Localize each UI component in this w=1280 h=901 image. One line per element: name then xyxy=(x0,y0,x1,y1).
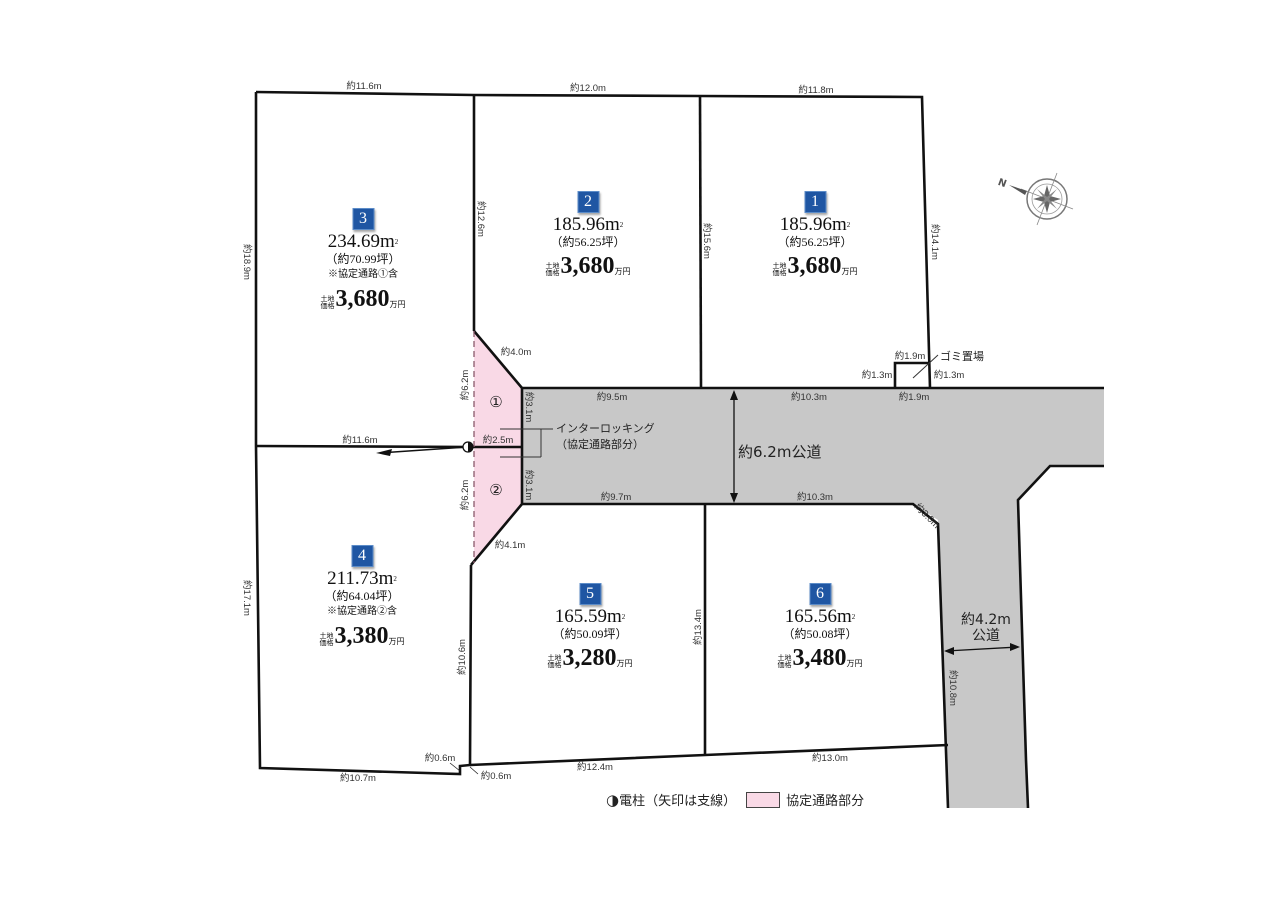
dim-garbage-left: 約1.3m xyxy=(862,369,893,381)
dim-lot6-right: 約10.8m xyxy=(947,670,959,706)
dim-passage-center: 約2.5m xyxy=(483,434,514,446)
dim-lot4-left: 約17.1m xyxy=(241,580,253,616)
dim-road-bottom-left: 約9.7m xyxy=(601,491,632,503)
utility-pole-legend-text: 電柱（矢印は支線） xyxy=(619,794,737,809)
compass-icon xyxy=(1009,172,1074,226)
dim-lot2-top: 約12.0m xyxy=(570,82,606,94)
road-edge-south xyxy=(522,502,950,809)
lot-area: 165.59m2 xyxy=(554,606,626,627)
passage-2-mark: ② xyxy=(489,481,502,499)
passage-1-mark: ① xyxy=(489,393,502,411)
dim-lot5-bottom: 約12.4m xyxy=(577,761,613,773)
compass-north-label: N xyxy=(996,177,1008,190)
dim-lot3-left: 約18.9m xyxy=(241,244,253,280)
dim-step-a: 約0.6m xyxy=(425,752,456,764)
lot-note: ※協定通路①含 xyxy=(328,269,398,280)
dim-divider-5-6: 約13.4m xyxy=(692,609,704,645)
legend: ◑ 電柱（矢印は支線） 協定通路部分 xyxy=(606,790,865,810)
dim-garbage-bottom: 約1.9m xyxy=(899,391,930,403)
dim-garbage-top: 約1.9m xyxy=(895,350,926,362)
interlocking-label: インターロッキング （協定通路部分） xyxy=(556,422,655,451)
lot-tsubo: （約64.04坪） xyxy=(324,589,400,603)
lot-area: 211.73m2 xyxy=(327,568,397,589)
passage-legend-swatch xyxy=(746,791,781,808)
dim-road-top-right: 約10.3m xyxy=(791,391,827,403)
dim-garbage-right: 約1.3m xyxy=(934,369,965,381)
dim-lot4-bottom: 約10.7m xyxy=(340,772,376,784)
dim-passage1-diag: 約4.0m xyxy=(501,346,532,358)
dim-divider-3-2: 約12.6m xyxy=(475,201,487,237)
dim-lot4-right: 約10.6m xyxy=(456,639,468,675)
lot-number-badge: 2 xyxy=(577,191,599,213)
lot-area: 185.96m2 xyxy=(779,214,851,235)
dim-passage1-end: 約3.1m xyxy=(523,392,535,423)
dim-divider-3-4: 約11.6m xyxy=(342,434,377,446)
garbage-area xyxy=(893,361,930,388)
side-road-label: 約4.2m 公道 xyxy=(961,612,1011,644)
dim-step-b: 約0.6m xyxy=(481,770,512,782)
lot-area: 165.56m2 xyxy=(784,606,856,627)
south-boundary xyxy=(469,743,949,767)
side-road-east-edge xyxy=(1016,464,1104,809)
west-boundary xyxy=(254,92,473,776)
lot-number-badge: 4 xyxy=(351,545,373,567)
divider-3-4 xyxy=(255,444,475,449)
dim-lot3-top: 約11.6m xyxy=(346,80,381,92)
main-road xyxy=(522,388,1104,808)
utility-pole-legend-icon: ◑ xyxy=(606,790,620,809)
dim-lot6-bottom: 約13.0m xyxy=(812,752,848,764)
lot-number-badge: 6 xyxy=(809,583,831,605)
divider-2-1 xyxy=(698,95,703,389)
lot-note: ※協定通路②含 xyxy=(327,606,397,617)
main-road-label: 約6.2m公道 xyxy=(738,443,822,461)
lot-number-badge: 1 xyxy=(804,191,826,213)
lot-tsubo: （約50.08坪） xyxy=(782,627,858,641)
dim-road-top-left: 約9.5m xyxy=(597,391,628,403)
dim-passage2-end: 約3.1m xyxy=(523,470,535,501)
lot-area: 234.69m2 xyxy=(327,231,399,252)
lot-tsubo: （約56.25坪） xyxy=(550,235,626,249)
dim-lot1-top: 約11.8m xyxy=(798,84,833,96)
dim-divider-2-1: 約15.6m xyxy=(701,223,713,259)
garbage-label: ゴミ置場 xyxy=(940,350,984,363)
lot-tsubo: （約50.09坪） xyxy=(552,627,628,641)
lot-area: 185.96m2 xyxy=(552,214,624,235)
dim-road-bottom-right: 約10.3m xyxy=(797,491,833,503)
lot-tsubo: （約70.99坪） xyxy=(325,252,401,266)
dim-lot1-right: 約14.1m xyxy=(929,224,941,260)
lot-tsubo: （約56.25坪） xyxy=(777,235,853,249)
passage-legend-text: 協定通路部分 xyxy=(786,794,865,809)
dim-passage2-side: 約6.2m xyxy=(459,480,471,511)
dim-passage1-side: 約6.2m xyxy=(459,370,471,401)
lot-number-badge: 5 xyxy=(579,583,601,605)
lot-number-badge: 3 xyxy=(352,208,374,230)
dim-passage2-diag: 約4.1m xyxy=(495,539,526,551)
